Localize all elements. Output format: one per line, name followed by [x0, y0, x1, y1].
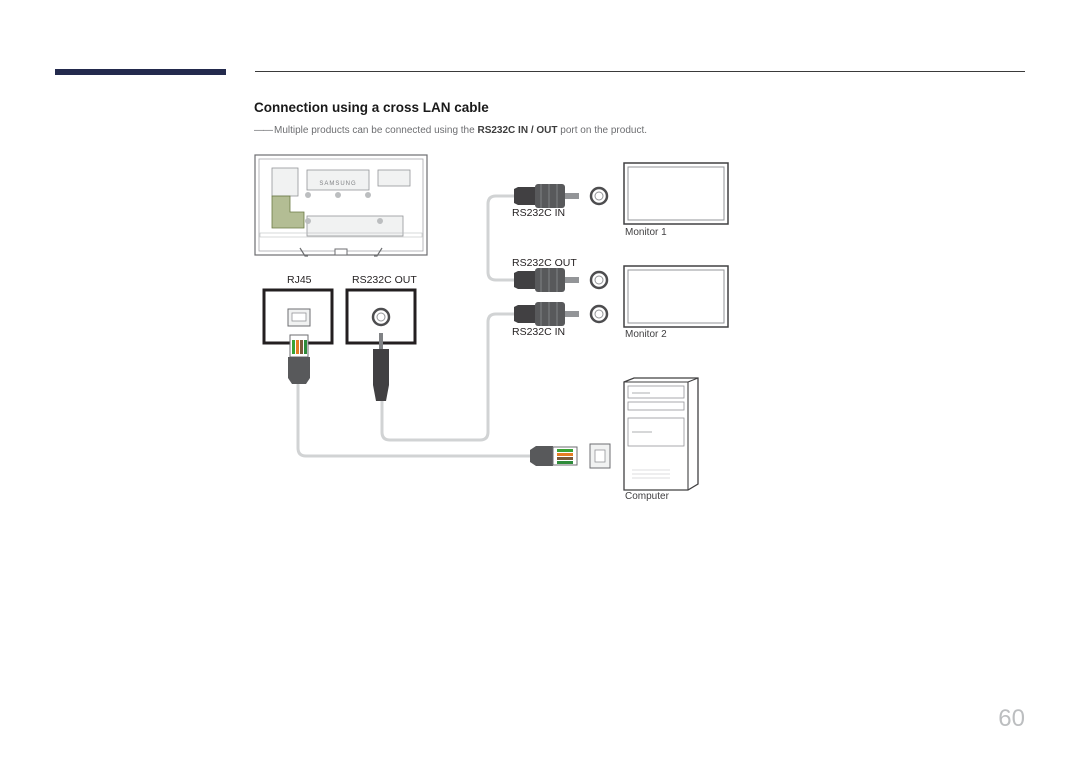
- note-bold-in: RS232C IN: [477, 125, 529, 136]
- section-accent-bar: [55, 69, 226, 75]
- lan-cable: [296, 383, 534, 458]
- note-prefix: Multiple products can be connected using…: [274, 125, 478, 136]
- monitor1-in-plug: [514, 184, 609, 208]
- page-number: 60: [998, 705, 1025, 732]
- note-bold-out: OUT: [536, 125, 558, 136]
- cables: [296, 194, 534, 458]
- rs232c-cable-to-monitor2-in: [380, 312, 516, 442]
- computer-tower-icon: [623, 377, 699, 491]
- highlighted-port-area: [271, 195, 305, 229]
- stereo-plug-display: [373, 333, 389, 401]
- note-sep: /: [528, 125, 537, 136]
- computer-caption: Computer: [625, 491, 669, 502]
- display-top-panel: [306, 169, 370, 191]
- monitor2-out-label: RS232C OUT: [512, 257, 577, 269]
- samsung-logo: SAMSUNG: [319, 181, 356, 187]
- monitor1-icon: [623, 162, 729, 225]
- monitor2-in-label: RS232C IN: [512, 326, 566, 338]
- section-heading: Connection using a cross LAN cable: [254, 100, 489, 115]
- header-rule: [255, 71, 1025, 72]
- note-dash-icon: ――: [254, 125, 273, 136]
- rj45-port-box: [262, 288, 334, 345]
- rs232c-cable-loop: [486, 194, 516, 282]
- note-text: ――Multiple products can be connected usi…: [254, 125, 647, 136]
- monitor2-in-plug: [514, 302, 609, 326]
- monitor2-out-plug: [514, 268, 609, 292]
- monitor1-caption: Monitor 1: [625, 227, 667, 238]
- monitor2-caption: Monitor 2: [625, 329, 667, 340]
- rj45-plug-computer: [530, 443, 611, 469]
- port-label-rs232c-out: RS232C OUT: [352, 274, 417, 286]
- rj45-plug-display: [288, 334, 310, 384]
- note-suffix: port on the product.: [557, 125, 648, 136]
- port-label-rj45: RJ45: [287, 274, 312, 286]
- monitor1-in-label: RS232C IN: [512, 207, 566, 219]
- monitor2-icon: [623, 265, 729, 328]
- display-back: SAMSUNG: [254, 154, 428, 257]
